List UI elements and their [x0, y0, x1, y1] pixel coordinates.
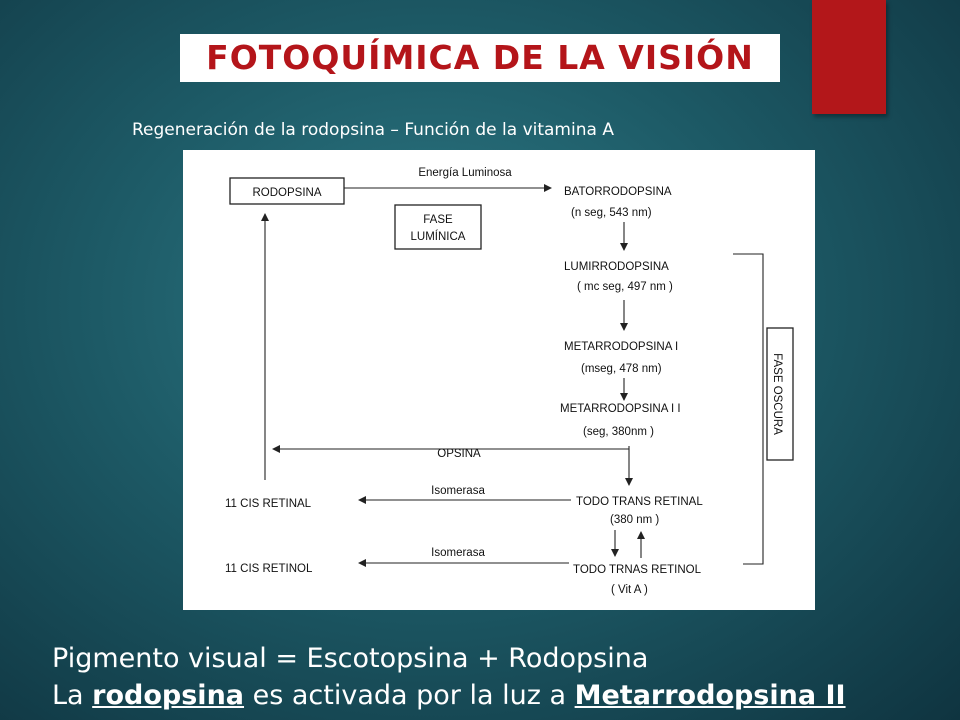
fase-luminica-label-2: LUMÍNICA	[411, 230, 466, 243]
batorrodopsina-label: BATORRODOPSINA	[564, 186, 672, 198]
batorrodopsina-sub: (n seg, 543 nm)	[571, 207, 652, 219]
fase-oscura-label: FASE OSCURA	[771, 353, 783, 435]
metarrodopsina-2-label: METARRODOPSINA I I	[560, 403, 681, 415]
todo-trans-retinol-sub: ( Vit A )	[611, 584, 648, 596]
fase-oscura-bracket	[733, 253, 764, 565]
bottom-line-2: La rodopsina es activada por la luz a Me…	[52, 680, 846, 711]
bottom-line-1: Pigmento visual = Escotopsina + Rodopsin…	[52, 643, 649, 674]
diagram-svg: RODOPSINA Energía Luminosa FASE LUMÍNICA…	[225, 167, 794, 596]
metarrodopsina-1-sub: (mseg, 478 nm)	[581, 363, 662, 375]
metarrodopsina-1-label: METARRODOPSINA I	[564, 341, 678, 353]
line2-rodopsina: rodopsina	[92, 680, 245, 711]
subtitle: Regeneración de la rodopsina – Función d…	[132, 120, 614, 140]
metarrodopsina-2-sub: (seg, 380nm )	[583, 426, 654, 438]
lumirrodopsina-sub: ( mc seg, 497 nm )	[577, 281, 673, 293]
todo-trans-retinal-sub: (380 nm )	[610, 514, 659, 526]
line2-middle: es activada por la luz a	[244, 680, 575, 711]
rodopsina-label: RODOPSINA	[252, 187, 321, 199]
fase-luminica-label-1: FASE	[423, 214, 453, 226]
rhodopsin-cycle-diagram: RODOPSINA Energía Luminosa FASE LUMÍNICA…	[183, 150, 815, 610]
energia-label: Energía Luminosa	[418, 167, 512, 179]
lumirrodopsina-label: LUMIRRODOPSINA	[564, 261, 669, 273]
isomerasa-1-label: Isomerasa	[431, 485, 485, 497]
line2-prefix: La	[52, 680, 93, 711]
cis-retinal-label: 11 CIS RETINAL	[225, 498, 312, 510]
cis-retinol-label: 11 CIS RETINOL	[225, 563, 313, 575]
accent-bar	[812, 0, 886, 114]
opsina-label: OPSINA	[437, 448, 481, 460]
page-title: FOTOQUÍMICA DE LA VISIÓN	[206, 38, 754, 77]
line2-metarrodopsina: Metarrodopsina II	[574, 680, 846, 711]
fase-oscura-box	[766, 327, 794, 461]
fase-luminica-box	[394, 204, 482, 250]
todo-trans-retinal-label: TODO TRANS RETINAL	[576, 496, 703, 508]
rodopsina-box	[229, 177, 345, 205]
title-box: FOTOQUÍMICA DE LA VISIÓN	[180, 34, 780, 82]
isomerasa-2-label: Isomerasa	[431, 547, 485, 559]
todo-trans-retinol-label: TODO TRNAS RETINOL	[573, 564, 702, 576]
